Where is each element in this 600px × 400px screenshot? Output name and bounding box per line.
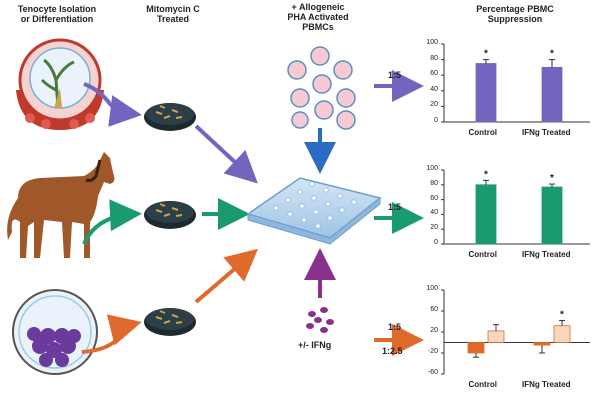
arrow-dish3-to-plate (194, 248, 259, 304)
pbmc-cells-icon (287, 46, 356, 130)
petri-dish-green (144, 201, 196, 229)
bar (467, 342, 485, 354)
y-tick-label: 100 (426, 39, 438, 46)
ratio-label-2: 1:5 (388, 202, 402, 212)
significance-star: * (484, 169, 488, 180)
arrow-tendon-to-dish (83, 82, 142, 127)
y-tick-label: 20 (430, 101, 438, 109)
bar (475, 184, 497, 245)
petri-dish-orange (144, 308, 196, 336)
y-tick-label: 20 (430, 327, 438, 334)
significance-star: * (550, 49, 554, 60)
bar (487, 330, 505, 343)
chart-green: ** (441, 169, 590, 245)
y-tick-label: -60 (427, 369, 438, 376)
arrow-stemcell-to-dish (81, 314, 142, 354)
header-mitomycin: Mitomycin C Treated (146, 4, 200, 24)
y-tick-label: 100 (426, 285, 438, 292)
y-tick-label: 0 (434, 239, 438, 246)
tendon-tissue-icon (16, 38, 104, 130)
petri-dish-purple (144, 103, 196, 131)
y-tick-label: -20 (427, 348, 438, 355)
header-suppression: Percentage PBMC Suppression (476, 4, 554, 24)
x-category-label: IFNg Treated (522, 128, 571, 137)
y-tick-label: 60 (430, 194, 438, 202)
x-category-label: IFNg Treated (522, 380, 571, 389)
header-pbmcs: + Allogeneic PHA Activated PBMCs (287, 2, 349, 32)
ratio-label-3a: 1:5 (388, 322, 402, 332)
y-tick-label: 60 (430, 70, 438, 78)
bar (475, 63, 497, 123)
y-tick-label: 40 (430, 85, 438, 93)
y-tick-label: 100 (426, 165, 438, 172)
ifng-molecules-icon (306, 307, 334, 333)
header-tenocyte-isolation: Tenocyte Isolation or Differentiation (17, 4, 97, 24)
arrow-dish1-to-plate (194, 124, 258, 184)
x-category-label: IFNg Treated (522, 250, 571, 259)
bar (553, 325, 571, 343)
well-plate-icon (246, 177, 382, 245)
y-tick-label: 0 (434, 117, 438, 124)
x-category-label: Control (468, 128, 497, 137)
significance-star: * (550, 173, 554, 184)
x-category-label: Control (468, 250, 497, 259)
horse-icon (7, 152, 115, 258)
significance-star: * (560, 309, 564, 320)
arrow-horse-to-dish (82, 199, 142, 245)
bar (541, 67, 563, 123)
y-tick-label: 40 (430, 209, 438, 217)
ratio-label-3b: 1:2.5 (382, 346, 403, 356)
ifng-label: +/- IFNg (298, 340, 332, 350)
bar (541, 186, 563, 245)
chart-orange: * (441, 289, 590, 375)
bar (533, 342, 551, 346)
stem-cell-icon (12, 289, 98, 375)
y-tick-label: 20 (430, 224, 438, 232)
x-category-label: Control (468, 380, 497, 389)
ratio-label-1: 1:5 (388, 70, 402, 80)
significance-star: * (484, 49, 488, 60)
chart-purple: ** (441, 43, 590, 123)
y-tick-label: 80 (430, 179, 438, 187)
y-tick-label: 60 (430, 306, 438, 313)
y-tick-label: 80 (430, 54, 438, 62)
